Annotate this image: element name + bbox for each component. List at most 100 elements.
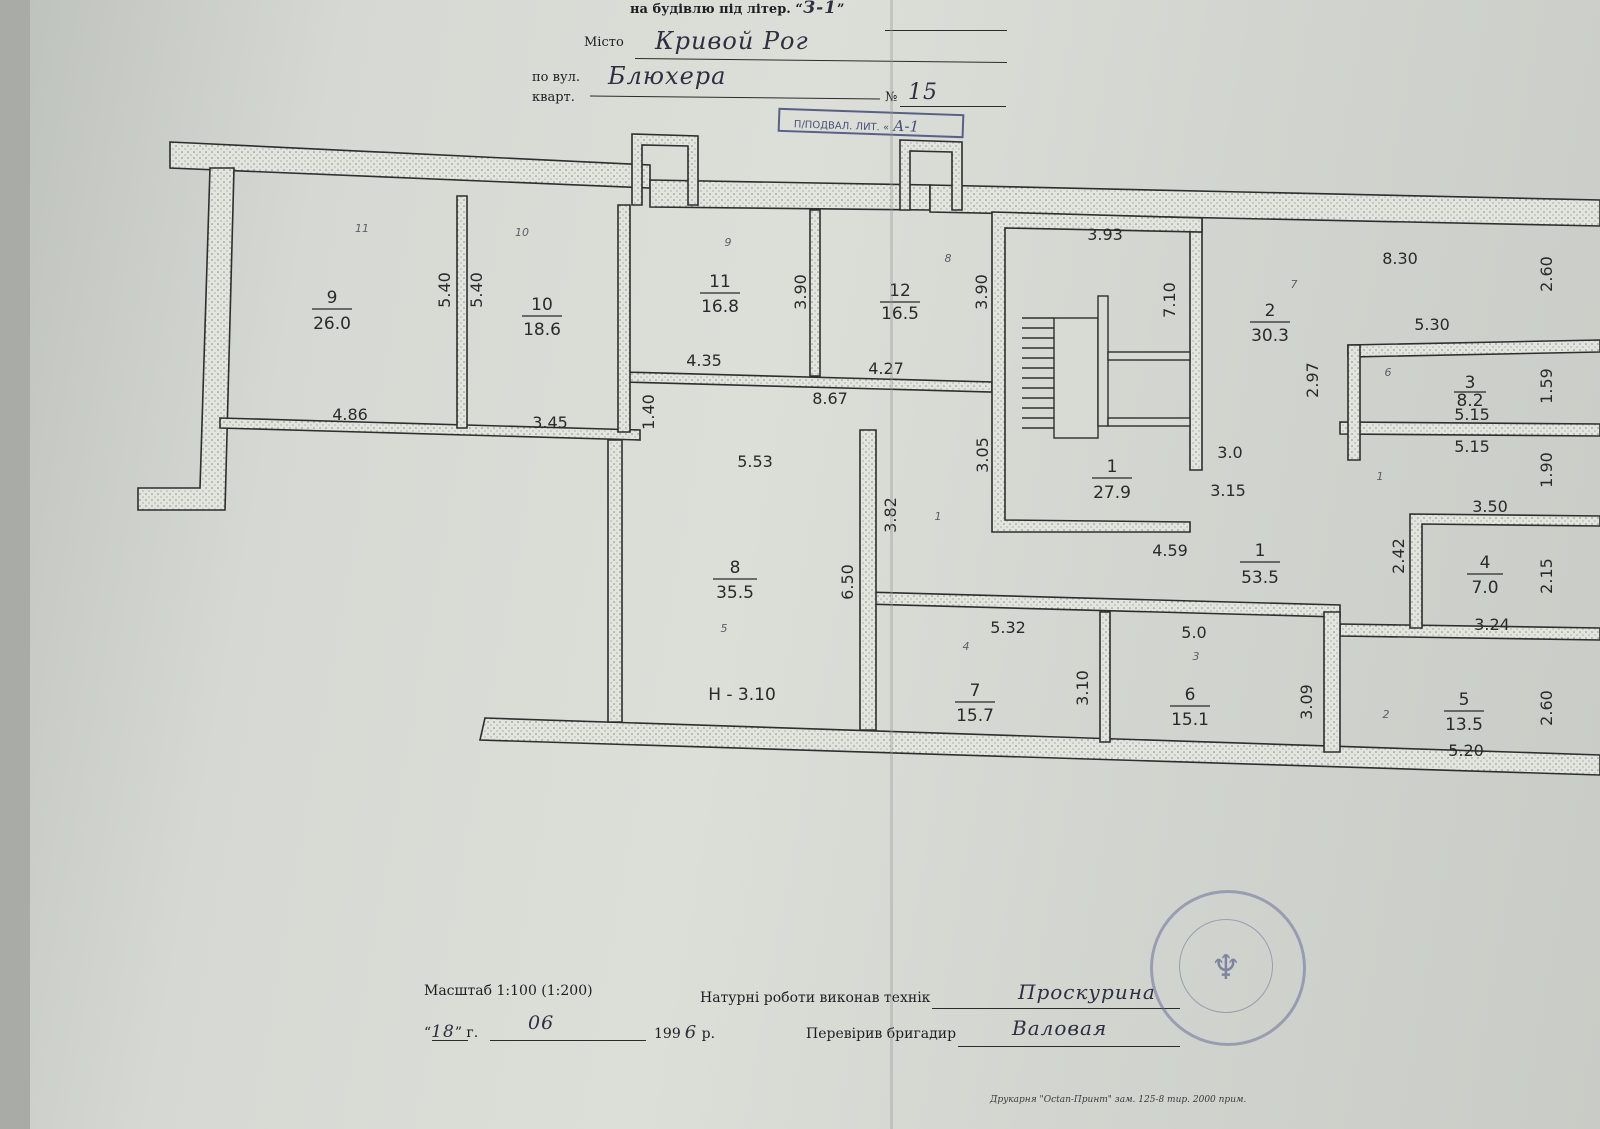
- dimension-label: 5.40: [435, 272, 454, 308]
- building-value: З-1: [802, 0, 837, 18]
- dimension-label: 4.35: [686, 351, 722, 370]
- street-label: по вул.: [532, 70, 580, 85]
- dimension-label: 2.15: [1537, 558, 1556, 594]
- walls: [137, 133, 1600, 776]
- technician-underline: [932, 1008, 1180, 1009]
- building-underline: [885, 30, 1007, 31]
- dimension-label: 3.15: [1210, 481, 1246, 500]
- date-line: “18” г.: [424, 1022, 479, 1042]
- dimension-label: 5.40: [467, 272, 486, 308]
- room-number: 10: [531, 295, 553, 315]
- dimension-label: 5.0: [1181, 623, 1206, 642]
- wall-v9: [1189, 219, 1203, 471]
- room-area: 7.0: [1471, 578, 1498, 598]
- light-well-right: [899, 139, 963, 211]
- year-suffix: р.: [701, 1026, 716, 1042]
- building-line: на будівлю під літер. “З-1”: [630, 0, 844, 18]
- room-area: 27.9: [1093, 483, 1131, 503]
- dimension-label: 5.32: [990, 618, 1026, 637]
- pencil-mark: 9: [725, 236, 732, 249]
- room-area: 13.5: [1445, 715, 1483, 735]
- room-number: 7: [970, 681, 981, 701]
- dimension-label: 4.27: [868, 359, 904, 378]
- stair-core: [1053, 317, 1099, 439]
- date-month-underline: [490, 1040, 646, 1041]
- room-7: 715.7: [955, 681, 995, 726]
- city-value: Кривой Рог: [655, 27, 809, 55]
- light-well-left: [631, 133, 699, 206]
- date-g: г.: [466, 1025, 479, 1041]
- room-number: 12: [889, 281, 911, 301]
- dimension-label: 4.86: [332, 405, 368, 424]
- pencil-mark: 11: [355, 222, 369, 235]
- pencil-mark: 8: [945, 252, 952, 265]
- room-3: 38.2: [1454, 373, 1486, 411]
- room-number: 1: [1255, 541, 1266, 561]
- stair-post: [1097, 295, 1109, 427]
- dimension-label: 2.60: [1537, 690, 1556, 726]
- wall-top-left: [169, 141, 651, 189]
- dimension-label: 3.82: [881, 497, 900, 533]
- room-9: 926.0: [312, 288, 352, 334]
- foreman-signature: Валовая: [1012, 1016, 1108, 1040]
- trident-icon: ♆: [1210, 948, 1242, 988]
- date-day: 18: [431, 1022, 455, 1042]
- wall-h6: [1347, 339, 1600, 358]
- wall-v1: [456, 195, 468, 429]
- wall-v6: [1099, 611, 1111, 743]
- dimension-label: 3.93: [1087, 225, 1123, 244]
- wall-h2: [621, 371, 993, 393]
- room-1-hall: 153.5: [1240, 541, 1280, 588]
- ceiling-height-label: Н - 3.10: [708, 685, 776, 705]
- wall-stair: [991, 211, 1203, 533]
- dimension-label: 3.05: [973, 437, 992, 473]
- street-value: Блюхера: [608, 62, 727, 90]
- room-5: 513.5: [1444, 690, 1484, 735]
- room-area: 15.1: [1171, 710, 1209, 730]
- staircase: [1022, 295, 1191, 439]
- pencil-mark: 6: [1385, 366, 1392, 379]
- dimension-label: 1.59: [1537, 368, 1556, 404]
- room-number: 1: [1107, 457, 1118, 477]
- official-seal: ♆: [1150, 890, 1306, 1046]
- dimension-label: 1.40: [639, 394, 658, 430]
- room-number: 2: [1265, 301, 1276, 321]
- wall-top-right: [929, 184, 1600, 227]
- foreman-underline: [958, 1046, 1180, 1047]
- room-area: 53.5: [1241, 568, 1279, 588]
- pencil-mark: 4: [963, 640, 970, 653]
- building-quote-close: ”: [836, 2, 845, 17]
- dimension-label: 3.90: [972, 274, 991, 310]
- room-10: 10 18.6: [522, 295, 562, 340]
- pencil-marks: 11 10 9 8 7 6 1 5 4 3 2 1: [355, 222, 1392, 721]
- dimension-labels: 5.40 5.40 3.90 3.90 4.35 4.27 8.67 4.86 …: [332, 225, 1556, 760]
- wall-v3: [607, 439, 623, 723]
- room-area: 35.5: [716, 583, 754, 603]
- building-label: на будівлю під літер. “: [630, 2, 803, 17]
- year-prefix: 199: [654, 1026, 681, 1042]
- pencil-mark: 10: [515, 226, 529, 239]
- room-number: 5: [1459, 690, 1470, 710]
- dimension-label: 3.24: [1474, 615, 1510, 634]
- dimension-label: 3.50: [1472, 497, 1508, 516]
- dimension-label: 1.90: [1537, 452, 1556, 488]
- room-8: 835.5: [713, 558, 757, 603]
- room-number: 6: [1185, 685, 1196, 705]
- pencil-mark: 3: [1193, 650, 1200, 663]
- technician-signature: Проскурина: [1018, 980, 1156, 1004]
- room-number: 3: [1465, 373, 1476, 393]
- wall-h1: [219, 417, 641, 441]
- room-number: 4: [1480, 553, 1491, 573]
- wall-v7: [1323, 611, 1341, 753]
- city-label: Місто: [584, 35, 624, 50]
- dimension-label: 7.10: [1160, 282, 1179, 318]
- dimension-label: 2.42: [1389, 538, 1408, 574]
- dimension-label: 5.15: [1454, 437, 1490, 456]
- dimension-label: 6.50: [838, 564, 857, 600]
- pencil-mark: 1: [1377, 470, 1384, 483]
- dimension-label: 8.30: [1382, 249, 1418, 268]
- room-area: 18.6: [523, 320, 561, 340]
- room-2: 230.3: [1250, 301, 1290, 346]
